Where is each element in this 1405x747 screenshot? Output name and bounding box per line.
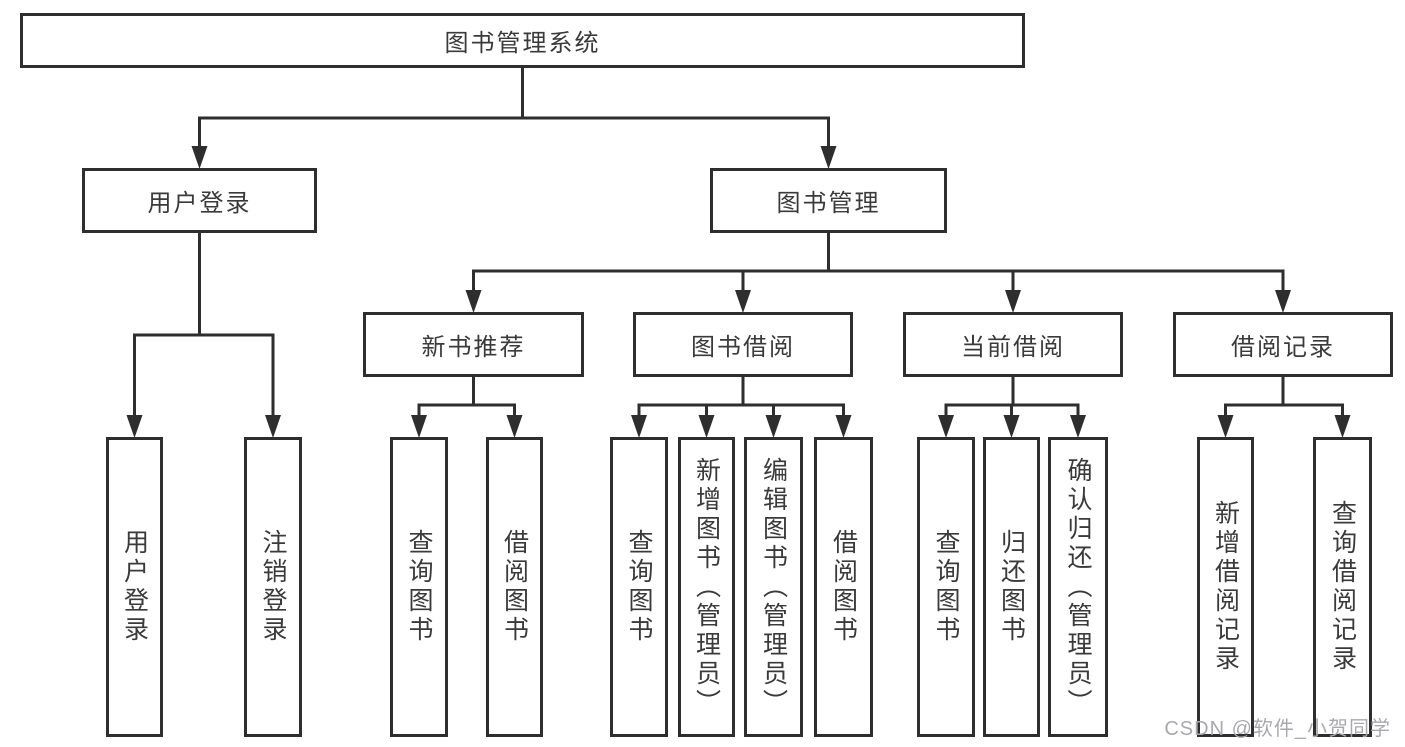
node-label: 编辑图书（管理员） [759,456,788,718]
node-leaf-edit-books: 编辑图书（管理员） [744,437,803,737]
node-label: 查询图书 [625,529,653,645]
node-label: 注销登录 [259,529,287,645]
node-leaf-query-books-1: 查询图书 [390,437,448,737]
node-label: 查询图书 [405,529,433,645]
node-leaf-borrow-books-2: 借阅图书 [814,437,873,737]
node-label: 归还图书 [997,529,1026,645]
node-label: 借阅图书 [829,529,858,645]
node-user-login-group: 用户登录 [82,168,317,233]
node-book-mgmt-group: 图书管理 [710,168,947,233]
arrowhead-icon [506,415,523,438]
node-book-borrow: 图书借阅 [633,312,853,377]
arrowhead-icon [735,290,751,313]
arrowhead-icon [835,415,852,438]
node-label: 借阅记录 [1231,334,1335,361]
arrowhead-icon [1003,415,1020,438]
node-leaf-return-books: 归还图书 [983,437,1040,737]
node-label: 新书推荐 [421,334,526,361]
node-leaf-add-borrow-record: 新增借阅记录 [1197,437,1254,737]
arrowhead-icon [126,415,143,438]
node-leaf-query-books-2: 查询图书 [610,437,668,737]
node-new-book-rec: 新书推荐 [363,312,584,377]
arrowhead-icon [1070,415,1086,438]
arrowhead-icon [765,415,782,438]
arrowhead-icon [411,415,427,438]
node-label: 图书借阅 [691,334,795,361]
node-leaf-query-books-3: 查询图书 [917,437,975,737]
arrowhead-icon [191,146,208,169]
node-label: 查询借阅记录 [1328,500,1357,674]
node-label: 新增图书（管理员） [692,456,721,718]
node-label: 图书管理 [776,190,881,217]
arrowhead-icon [631,415,647,438]
arrowhead-icon [265,415,281,438]
node-leaf-user-login: 用户登录 [106,437,163,737]
node-leaf-add-books: 新增图书（管理员） [678,437,735,737]
arrowhead-icon [1334,415,1351,438]
node-current-borrow: 当前借阅 [903,312,1123,377]
node-label: 图书管理系统 [444,30,601,57]
node-label: 查询图书 [932,529,960,645]
arrowhead-icon [938,415,954,438]
arrowhead-icon [820,146,837,169]
node-leaf-query-borrow-record: 查询借阅记录 [1313,437,1372,737]
node-label: 新增借阅记录 [1211,500,1240,674]
node-label: 用户登录 [147,190,252,217]
node-label: 用户登录 [120,529,149,645]
node-leaf-confirm-return: 确认归还（管理员） [1048,437,1108,737]
arrowhead-icon [465,290,482,313]
node-label: 当前借阅 [961,334,1065,361]
node-label: 借阅图书 [500,529,529,645]
arrowhead-icon [1005,290,1021,313]
node-borrow-records: 借阅记录 [1173,312,1393,377]
node-leaf-logout: 注销登录 [244,437,302,737]
arrowhead-icon [1275,290,1291,313]
node-label: 确认归还（管理员） [1064,456,1092,718]
node-leaf-borrow-books-1: 借阅图书 [486,437,543,737]
arrowhead-icon [1217,415,1234,438]
arrowhead-icon [698,415,715,438]
node-root: 图书管理系统 [20,13,1025,68]
